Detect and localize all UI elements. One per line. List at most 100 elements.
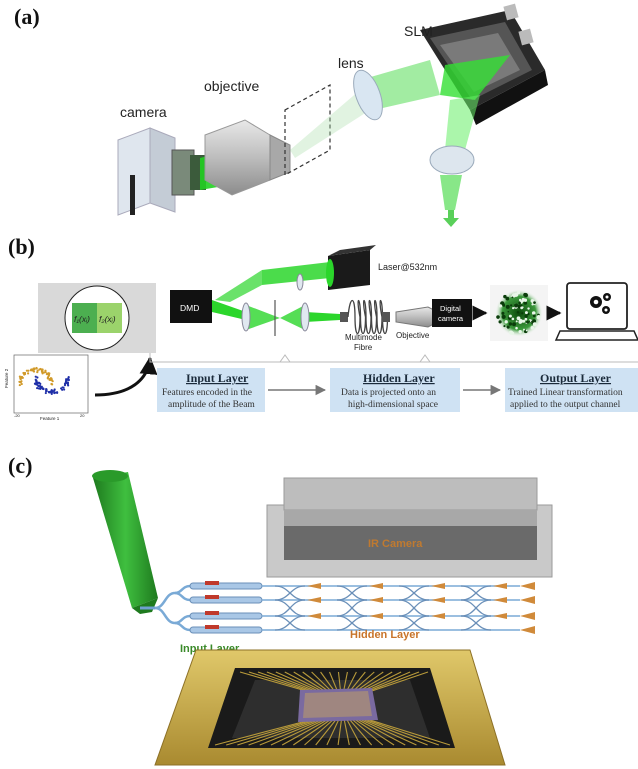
label-camera-1: Digital bbox=[440, 304, 461, 313]
scatter-point-class-b bbox=[67, 375, 70, 379]
scatter-point-class-a bbox=[18, 375, 21, 378]
gears-icon bbox=[590, 293, 611, 314]
scatter-point-class-a bbox=[42, 371, 46, 374]
speckle-dot bbox=[501, 311, 505, 315]
speckle-dot bbox=[532, 322, 537, 327]
bond-wire bbox=[248, 719, 319, 746]
bond-wire bbox=[237, 719, 316, 746]
heater bbox=[205, 611, 219, 615]
bond-wire bbox=[355, 719, 395, 746]
speckle-dot bbox=[503, 325, 506, 328]
bond-wire bbox=[304, 719, 334, 746]
speckle-dot bbox=[526, 320, 530, 324]
scatter-point-class-a bbox=[20, 382, 23, 386]
speckle-dot bbox=[533, 301, 536, 304]
bond-wire bbox=[214, 719, 311, 746]
speckle-dot bbox=[515, 326, 518, 330]
tap-coupler bbox=[493, 597, 507, 603]
scatter-point-class-b bbox=[67, 384, 70, 387]
speckle-dot bbox=[527, 307, 530, 310]
heater bbox=[205, 595, 219, 599]
speckle-dot bbox=[505, 304, 510, 309]
scatter-point-class-b bbox=[44, 389, 48, 393]
bond-wire bbox=[349, 719, 373, 746]
speckle-dot bbox=[523, 301, 528, 305]
laptop-icon bbox=[554, 282, 638, 341]
bond-wire bbox=[293, 719, 331, 746]
tap-coupler bbox=[493, 583, 507, 589]
scatter-point-class-b bbox=[48, 391, 51, 394]
scatter-point-class-b bbox=[53, 388, 56, 391]
scatter-point-class-a bbox=[44, 369, 47, 372]
speckle-dot bbox=[508, 314, 512, 318]
panel-label-b: (b) bbox=[8, 234, 35, 259]
bond-wire bbox=[346, 719, 361, 746]
scatter-point-class-b bbox=[50, 389, 53, 392]
speckle-dot bbox=[510, 304, 513, 307]
grating-coupler bbox=[520, 582, 535, 590]
panel-b: f₁(xᵢ) f₂(xᵢ) Feature 2 Feature 1 -20 20… bbox=[4, 245, 638, 421]
phase-shifter-arm bbox=[189, 626, 263, 634]
scatter-point-class-b bbox=[44, 391, 47, 395]
speckle-dot bbox=[503, 294, 507, 299]
mzi-crossing bbox=[274, 599, 306, 617]
heater bbox=[205, 581, 219, 585]
ir-camera: IR Camera bbox=[266, 477, 553, 578]
speckle-dot bbox=[520, 306, 524, 310]
bond-wire bbox=[226, 719, 314, 746]
grating-coupler bbox=[520, 596, 535, 604]
bond-wire bbox=[369, 719, 451, 746]
bond-wire bbox=[366, 719, 439, 746]
mzi-crossing bbox=[274, 615, 306, 631]
speckle-dot bbox=[510, 295, 513, 298]
speckle-dot bbox=[511, 296, 514, 299]
speckle-dot bbox=[524, 311, 528, 315]
bond-wire bbox=[326, 719, 340, 746]
speckle-dot bbox=[508, 330, 514, 335]
output-layer-box bbox=[505, 368, 638, 412]
input-layer-title: Input Layer bbox=[186, 371, 249, 385]
scatter-point-class-a bbox=[32, 370, 36, 373]
dmd-box bbox=[170, 290, 212, 323]
speckle-dot bbox=[523, 328, 525, 331]
waveguide bbox=[174, 584, 191, 595]
scatter-point-class-b bbox=[62, 386, 65, 389]
tap-coupler bbox=[369, 613, 383, 619]
bond-wire bbox=[281, 719, 328, 746]
bond-wire bbox=[337, 719, 342, 746]
hidden-layer-title: Hidden Layer bbox=[363, 371, 435, 385]
speckle-dot bbox=[520, 304, 523, 307]
speckle-dot bbox=[518, 319, 523, 324]
bond-wire bbox=[361, 719, 417, 746]
scatter-point-class-a bbox=[47, 372, 50, 375]
panel-c: IR Camera Input Layer Hidden Layer bbox=[92, 470, 553, 766]
grating-coupler bbox=[520, 612, 535, 620]
scatter-point-class-a bbox=[26, 372, 30, 375]
scatter-point-class-b bbox=[38, 384, 42, 388]
label-fibre-2: Fibre bbox=[354, 343, 373, 352]
panel-label-c: (c) bbox=[8, 453, 33, 478]
scatter-point-class-b bbox=[36, 382, 39, 385]
scatter-point-class-b bbox=[66, 378, 69, 381]
speckle-dot bbox=[514, 303, 519, 308]
input-layer-box bbox=[157, 368, 265, 412]
speckle-dot bbox=[518, 298, 522, 302]
tap-coupler bbox=[431, 597, 445, 603]
scatter-point-class-b bbox=[42, 387, 45, 391]
panel-label-a: (a) bbox=[14, 4, 40, 29]
scatter-point-class-a bbox=[35, 366, 38, 370]
speckle-dot bbox=[516, 311, 520, 314]
tap-coupler bbox=[369, 597, 383, 603]
waveguide bbox=[174, 621, 191, 632]
label-laser: Laser@532nm bbox=[378, 262, 437, 272]
bond-wire bbox=[315, 719, 337, 746]
mzi-crossing bbox=[460, 585, 492, 601]
tap-coupler bbox=[307, 597, 321, 603]
label-fibre-1: Multimode bbox=[345, 333, 382, 342]
scatter-point-class-b bbox=[36, 386, 39, 390]
speckle-dot bbox=[518, 329, 522, 334]
label-objective-b: Objective bbox=[396, 331, 430, 340]
objective-device bbox=[204, 119, 291, 196]
scatter-point-class-b bbox=[45, 388, 48, 391]
